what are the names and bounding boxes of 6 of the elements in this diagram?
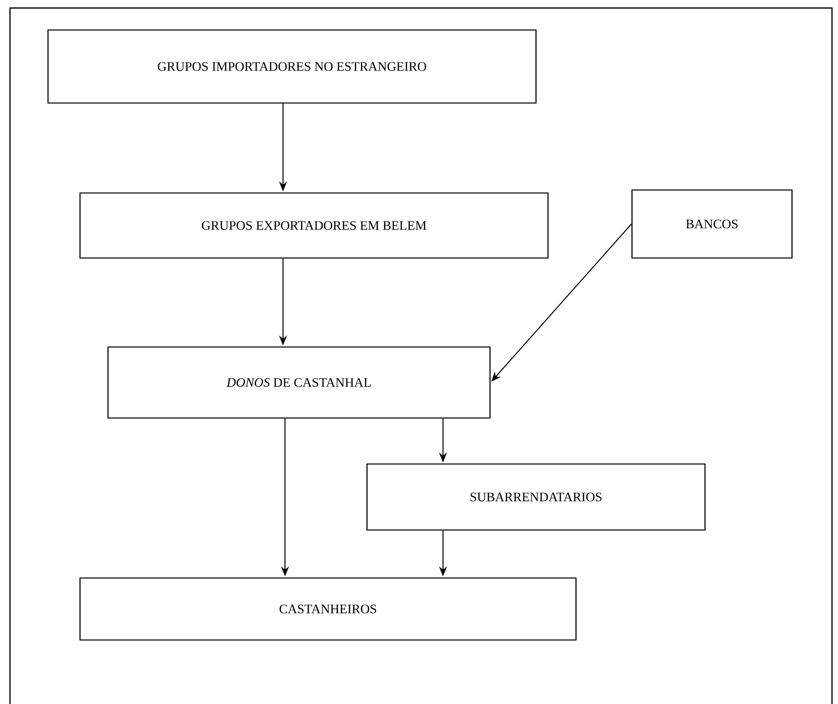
process-box: BANCOS <box>631 189 793 259</box>
process-box: GRUPOS IMPORTADORES NO ESTRANGEIRO <box>47 29 537 104</box>
process-box: DONOS DE CASTANHAL <box>107 346 491 419</box>
process-box: GRUPOS EXPORTADORES EM BELEM <box>79 192 549 259</box>
process-box: SUBARRENDATARIOS <box>366 463 706 531</box>
process-box: CASTANHEIROS <box>79 577 577 641</box>
